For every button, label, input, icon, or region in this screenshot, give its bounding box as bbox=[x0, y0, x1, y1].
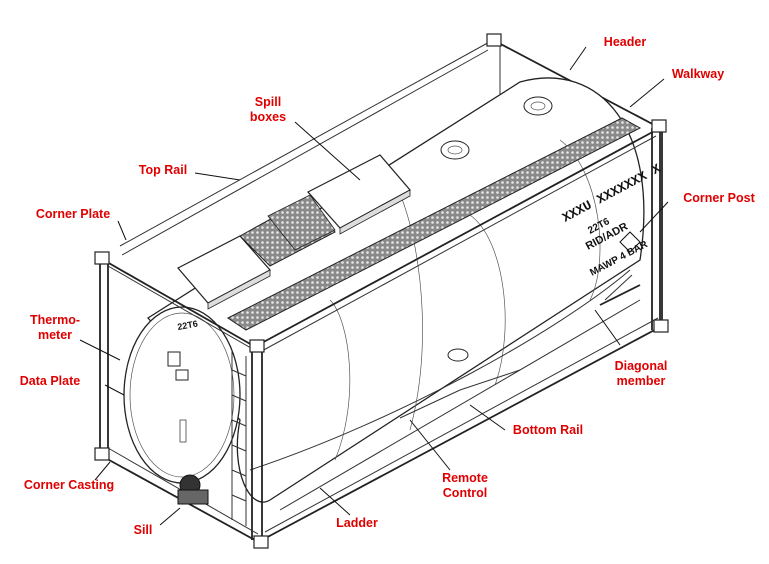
label-remote-control-2: Control bbox=[443, 486, 487, 500]
end-type-code-marking: 22T6 bbox=[177, 319, 199, 332]
label-corner-plate: Corner Plate bbox=[36, 207, 110, 221]
label-sill: Sill bbox=[134, 523, 153, 537]
label-ladder: Ladder bbox=[336, 516, 378, 530]
label-thermometer-2: meter bbox=[38, 328, 72, 342]
label-thermometer-1: Thermo- bbox=[30, 313, 80, 327]
label-spill-boxes-2: boxes bbox=[250, 110, 286, 124]
ladder bbox=[231, 350, 247, 526]
spill-boxes bbox=[177, 154, 411, 310]
label-walkway: Walkway bbox=[672, 67, 724, 81]
corner-casting-top-back-right bbox=[651, 119, 667, 133]
labels: Header Walkway Spill boxes Top Rail Corn… bbox=[20, 35, 756, 537]
label-corner-post: Corner Post bbox=[683, 191, 755, 205]
label-top-rail: Top Rail bbox=[139, 163, 187, 177]
label-spill-boxes-1: Spill bbox=[255, 95, 281, 109]
label-diagonal-member-2: member bbox=[617, 374, 666, 388]
label-corner-casting: Corner Casting bbox=[24, 478, 114, 492]
tank-end-head bbox=[123, 306, 241, 484]
manlid-domes bbox=[440, 96, 553, 362]
label-data-plate: Data Plate bbox=[20, 374, 80, 388]
label-remote-control-1: Remote bbox=[442, 471, 488, 485]
corner-casting-bottom-front-left bbox=[94, 447, 110, 461]
label-header: Header bbox=[604, 35, 647, 49]
corner-casting-top-front-right bbox=[249, 339, 265, 353]
corner-castings bbox=[94, 33, 669, 549]
corner-casting-top-back-left bbox=[486, 33, 502, 47]
label-bottom-rail: Bottom Rail bbox=[513, 423, 583, 437]
label-diagonal-member-1: Diagonal bbox=[615, 359, 668, 373]
bottom-valve bbox=[177, 474, 209, 505]
corner-casting-top-front-left bbox=[94, 251, 110, 265]
corner-casting-bottom-back-right bbox=[653, 319, 669, 333]
corner-casting-bottom-front-right bbox=[253, 535, 269, 549]
frame-front bbox=[99, 124, 663, 545]
hazard-diamond-icon bbox=[619, 231, 641, 253]
leader-lines bbox=[79, 46, 669, 526]
walkway-grating bbox=[227, 117, 642, 331]
